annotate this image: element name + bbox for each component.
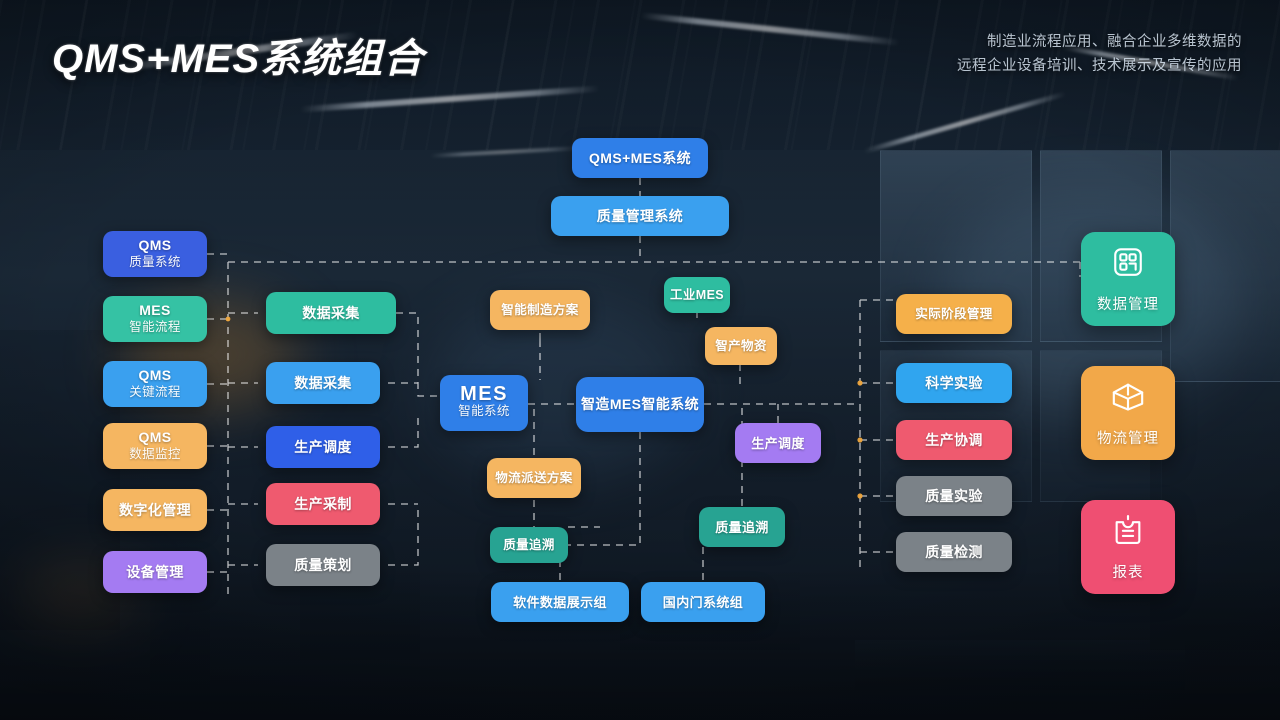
clipboard-icon	[1111, 513, 1145, 547]
card-report[interactable]: 报表	[1081, 500, 1175, 594]
node-label: 工业MES	[669, 287, 725, 302]
node-quality-management-system[interactable]: 质量管理系统	[551, 196, 729, 236]
node-label: 质量管理系统	[596, 207, 684, 224]
node-line-2: 关键流程	[129, 385, 181, 399]
node-quality-trace-right[interactable]: 质量追溯	[699, 507, 785, 547]
node-line-1: QMS	[138, 429, 172, 445]
node-production-resource[interactable]: 智产物资	[705, 327, 777, 365]
header-subtitle: 制造业流程应用、融合企业多维数据的 远程企业设备培训、技术展示及宣传的应用	[957, 30, 1242, 78]
node-quality-experiment[interactable]: 质量实验	[896, 476, 1012, 516]
node-label: 质量实验	[925, 487, 983, 504]
node-practice-stage[interactable]: 实际阶段管理	[896, 294, 1012, 334]
node-quality-planning[interactable]: 质量策划	[266, 544, 380, 586]
card-label: 物流管理	[1097, 430, 1159, 447]
node-label: 生产采制	[294, 495, 352, 512]
node-label: 软件数据展示组	[513, 594, 607, 610]
node-label: 数据采集	[294, 374, 352, 391]
node-qms-quality-system[interactable]: QMS 质量系统	[103, 231, 207, 277]
node-data-collection-teal[interactable]: 数据采集	[266, 292, 396, 334]
node-mes-tag[interactable]: 工业MES	[664, 277, 730, 313]
node-label: 生产调度	[751, 435, 805, 451]
node-equipment-device-manage[interactable]: 软件数据展示组	[491, 582, 629, 622]
node-digital-management[interactable]: 数字化管理	[103, 489, 207, 531]
node-label: 质量追溯	[503, 537, 555, 552]
package-icon	[1109, 379, 1147, 413]
node-quality-inspection[interactable]: 质量检测	[896, 532, 1012, 572]
node-line-1: QMS	[138, 367, 172, 383]
node-production-coord[interactable]: 生产协调	[896, 420, 1012, 460]
card-storage[interactable]: 物流管理	[1081, 366, 1175, 460]
node-quality-trace-left[interactable]: 质量追溯	[490, 527, 568, 563]
node-line-1: MES	[460, 383, 508, 405]
node-production-control[interactable]: 生产采制	[266, 483, 380, 525]
node-label: 设备管理	[126, 563, 184, 580]
subtitle-line-2: 远程企业设备培训、技术展示及宣传的应用	[957, 58, 1242, 74]
node-label: 数字化管理	[119, 501, 191, 518]
node-qms-key-process[interactable]: QMS 关键流程	[103, 361, 207, 407]
node-label: 质量策划	[294, 556, 352, 573]
node-label: 生产协调	[925, 431, 983, 448]
node-mes-core[interactable]: MES 智能系统	[440, 375, 528, 431]
node-label: 质量检测	[925, 543, 983, 560]
node-label: 物流派送方案	[495, 470, 573, 485]
card-label: 数据管理	[1097, 296, 1159, 313]
node-equipment-management[interactable]: 设备管理	[103, 551, 207, 593]
node-label: QMS+MES系统	[588, 149, 691, 166]
node-label: 数据采集	[302, 304, 360, 321]
node-line-2: 质量系统	[129, 255, 181, 269]
node-label: 国内门系统组	[662, 594, 744, 610]
node-label: 智造MES智能系统	[581, 396, 699, 412]
node-data-collection-blue[interactable]: 数据采集	[266, 362, 380, 404]
node-qms-mes-system[interactable]: QMS+MES系统	[572, 138, 708, 178]
node-line-2: 智能流程	[129, 320, 181, 334]
node-line-1: MES	[139, 302, 171, 318]
node-resource-scheduling[interactable]: 物流派送方案	[487, 458, 581, 498]
document-icon	[1111, 245, 1145, 279]
node-scientific-experiment[interactable]: 科学实验	[896, 363, 1012, 403]
node-label: 智产物资	[715, 338, 767, 353]
node-production-dispatch[interactable]: 生产调度	[735, 423, 821, 463]
node-label: 科学实验	[925, 374, 983, 391]
node-label: 智能制造方案	[501, 302, 579, 317]
node-label: 实际阶段管理	[915, 306, 993, 321]
node-production-schedule[interactable]: 生产调度	[266, 426, 380, 468]
node-center-hub[interactable]: 智造MES智能系统	[576, 377, 704, 432]
node-label: 质量追溯	[715, 519, 769, 535]
node-workshop-display[interactable]: 国内门系统组	[641, 582, 765, 622]
page-title: QMS+MES系统组合	[52, 37, 425, 81]
card-management[interactable]: 数据管理	[1081, 232, 1175, 326]
node-line-2: 数据监控	[129, 447, 181, 461]
card-label: 报表	[1112, 564, 1144, 581]
node-smart-manufacture-plan[interactable]: 智能制造方案	[490, 290, 590, 330]
node-line-2: 智能系统	[458, 404, 510, 418]
subtitle-line-1: 制造业流程应用、融合企业多维数据的	[987, 34, 1242, 50]
node-mes-smart-process[interactable]: MES 智能流程	[103, 296, 207, 342]
node-line-1: QMS	[138, 237, 172, 253]
node-qms-data-monitor[interactable]: QMS 数据监控	[103, 423, 207, 469]
node-label: 生产调度	[294, 438, 352, 455]
